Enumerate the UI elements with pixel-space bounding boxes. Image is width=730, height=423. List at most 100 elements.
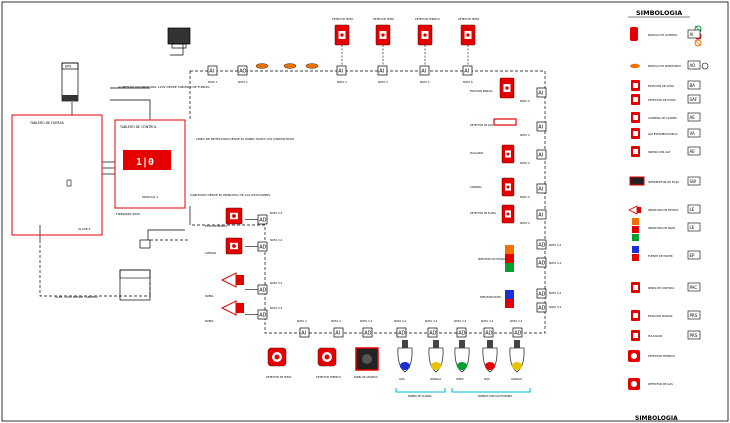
control-panel-display-text: 1|0: [136, 157, 154, 168]
semaphore-module-3-code: AD: [538, 292, 545, 298]
legend-item-text: FUENTE DE PODER: [648, 254, 673, 258]
legend-code: PRS: [690, 333, 698, 338]
bracket-strobe: [451, 388, 531, 393]
manual-station-icon: [225, 207, 243, 225]
right-module-note: NOTA 4: [520, 221, 530, 225]
top-detector-icon: [417, 24, 433, 46]
control-panel: [114, 119, 186, 209]
right-device-label: DETECTOR DE GAS: [470, 124, 493, 127]
right-device-label: PULSADOR: [470, 152, 483, 155]
right-device-icon: [501, 177, 515, 197]
valve-icon: [139, 239, 151, 249]
bottom-module-1-code: AI: [301, 331, 306, 337]
legend-code-box: [687, 60, 701, 70]
right-module-note: NOTA 4: [520, 195, 530, 199]
bottom-module-4-code: AD: [398, 331, 405, 337]
legend-code: LE: [690, 225, 695, 230]
left-module-1: AD: [257, 214, 268, 225]
left-module-4: AD: [257, 309, 268, 320]
bottom-detector-icon: [317, 347, 337, 367]
legend-code: AE: [690, 149, 696, 154]
top-module-3: AI: [336, 65, 347, 76]
loop-note: CABLEADO DESDE EL PRINCIPAL DE LAS ESTAC…: [190, 193, 270, 197]
right-device-icon: [499, 77, 515, 99]
right-module-5-code: AI: [538, 213, 543, 219]
legend-code-box: [687, 282, 701, 292]
legend-code: PRS: [690, 313, 698, 318]
legend-code-box: [687, 176, 701, 186]
right-module-4: AI: [536, 183, 547, 194]
level-semaphore-light: [505, 290, 514, 299]
semaphore-module-1-box: [536, 239, 547, 250]
right-module-3: AI: [536, 149, 547, 160]
bottom-module-note: NOTA 3,4: [510, 319, 522, 323]
right-device-label: CAMPANA: [470, 186, 482, 189]
bottom-module-3-code: AD: [364, 331, 371, 337]
legend-item: DETECTOR TERMICO: [628, 350, 675, 362]
legend-code-box: [687, 330, 701, 340]
legend-code: LE: [690, 207, 695, 212]
top-module-note: NOTA 4: [378, 80, 388, 84]
bottom-module-6: AD: [456, 327, 467, 338]
legend-code-box: [687, 128, 701, 138]
beacon-light-icon: [397, 340, 413, 373]
auxiliary-panel: [119, 269, 151, 301]
bottom-module-6-code: AD: [458, 331, 465, 337]
detection-loop: [39, 70, 546, 334]
monitor-icon: [167, 27, 191, 45]
top-detector-label: DETECTOR TERMICO: [415, 18, 440, 21]
beacon-label: VERDE: [456, 378, 464, 381]
semaphore-label: SEMAFORO DE ESTADO: [478, 258, 506, 261]
top-module-1-code: AI: [209, 69, 214, 75]
beacon-label: ROJO: [484, 378, 490, 381]
ups-cabinet-base: [62, 95, 78, 101]
bottom-module-3: AD: [362, 327, 373, 338]
legend-code-box: [687, 204, 701, 214]
horn-siren-icon: [220, 272, 237, 288]
flow-sensor-icon: [305, 63, 319, 69]
level-semaphore-light: [505, 299, 514, 308]
bottom-module-4-box: [396, 327, 407, 338]
legend-item-text: DETECTOR DE GAS: [648, 382, 673, 386]
flow-sensor-icon: [255, 63, 269, 69]
right-module-1: AI: [536, 87, 547, 98]
auxiliary-panel-top: [119, 269, 151, 279]
bottom-module-7-code: AD: [485, 331, 492, 337]
legend-code: SW: [690, 179, 697, 184]
right-module-4-code: AI: [538, 187, 543, 193]
left-device-label: CAMPANA: [205, 252, 217, 255]
bottom-module-note: NOTA 3,4: [425, 319, 437, 323]
legend-code-box: [687, 80, 701, 90]
bottom-module-7: AD: [483, 327, 494, 338]
annunciator-label: PANEL DE ANUNCIO: [354, 376, 378, 379]
left-board-terminal: [66, 179, 72, 187]
top-module-5-code: AI: [421, 69, 426, 75]
right-device-icon: [501, 144, 515, 164]
top-module-2-box: [237, 65, 248, 76]
legend-code: VA: [690, 131, 695, 136]
bracket-label: SIRENAS CON LUZ ESTROBO: [478, 395, 512, 398]
legend-item-text: MODULO DE CONTROL: [648, 33, 678, 37]
top-module-note: NOTA 1: [208, 80, 218, 84]
top-module-1-box: [207, 65, 218, 76]
legend-code-box: [687, 310, 701, 320]
bracket-label: SIRENA DE ALARMA: [408, 395, 432, 398]
legend-item-text: SEMAFORO DE ESTADO: [648, 208, 678, 212]
right-module-note: NOTA 4: [520, 133, 530, 137]
control-panel-model: FIREWARP 4000: [116, 212, 140, 216]
semaphore-module-2: AD: [536, 257, 547, 268]
bell-icon: [225, 237, 243, 255]
bottom-module-5: AD: [427, 327, 438, 338]
beacon-light-icon: [454, 340, 470, 373]
semaphore-module-3: AD: [536, 288, 547, 299]
status-semaphore-light: [505, 263, 514, 272]
legend-code-box: [687, 146, 701, 156]
left-module-3-code: AD: [259, 288, 266, 294]
top-module-5-box: [419, 65, 430, 76]
